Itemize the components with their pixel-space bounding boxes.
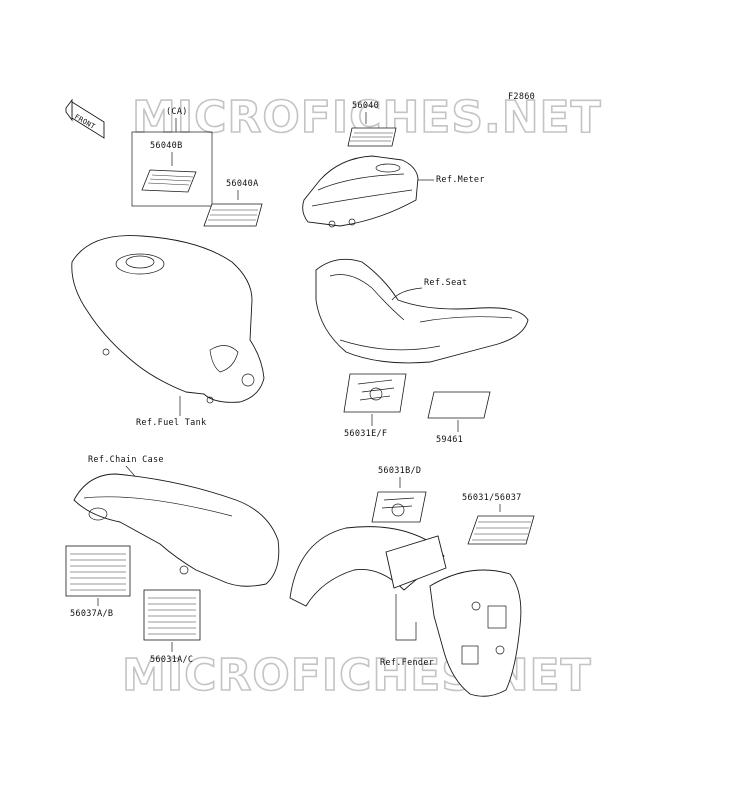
label-56040B: 56040B	[150, 141, 183, 151]
label-ca: (CA)	[166, 107, 188, 117]
chain-case-part	[73, 473, 280, 587]
front-arrow-icon: FRONT	[65, 98, 105, 139]
label-56040: 56040	[352, 101, 379, 111]
ca-group-box	[131, 131, 213, 207]
label-ref-meter: Ref.Meter	[436, 175, 485, 185]
label-ref-chain-case: Ref.Chain Case	[88, 455, 164, 465]
decal-56040A	[203, 203, 263, 227]
label-ref-fuel-tank: Ref.Fuel Tank	[136, 418, 206, 428]
label-56037AB: 56037A/B	[70, 609, 113, 619]
figure-code: F2860	[508, 92, 535, 102]
decal-56040	[347, 127, 397, 147]
label-ref-fender: Ref.Fender	[380, 658, 434, 668]
leader-ref-seat	[391, 287, 423, 301]
decal-56031-56037	[467, 515, 535, 545]
decal-56031EF	[343, 373, 407, 413]
fuel-tank-part	[71, 235, 265, 404]
label-ref-seat: Ref.Seat	[424, 278, 467, 288]
decal-59461	[427, 391, 491, 419]
label-56031-56037: 56031/56037	[462, 493, 522, 503]
decal-56031BD	[371, 491, 427, 523]
meter-part	[302, 155, 419, 228]
seat-part	[315, 258, 529, 364]
decal-56031AC	[143, 589, 201, 641]
fender-part	[289, 526, 522, 697]
label-56031AC: 56031A/C	[150, 655, 193, 665]
label-56031EF: 56031E/F	[344, 429, 387, 439]
decal-56037AB	[65, 545, 131, 597]
label-56031BD: 56031B/D	[378, 466, 421, 476]
decal-56040B	[141, 169, 197, 193]
label-59461: 59461	[436, 435, 463, 445]
leader-ref-fender	[395, 594, 417, 641]
label-56040A: 56040A	[226, 179, 259, 189]
